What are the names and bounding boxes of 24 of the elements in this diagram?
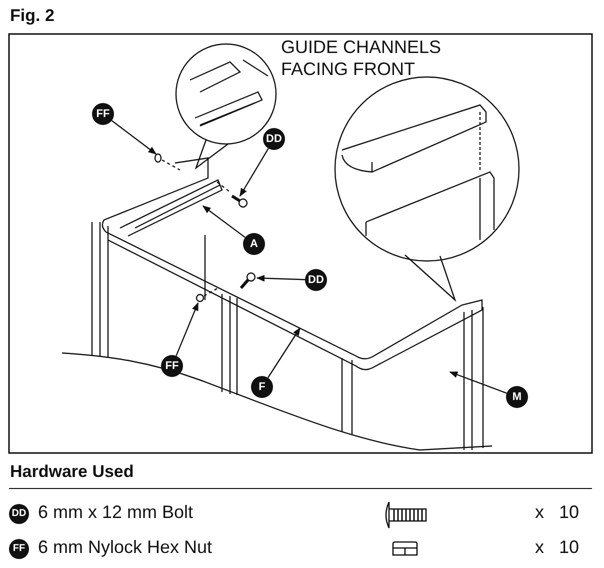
- bolt-drawing: [240, 272, 256, 289]
- callout-number: M: [506, 386, 528, 408]
- leader-line: [239, 148, 269, 197]
- leader-line: [449, 371, 507, 394]
- leader-line: [176, 302, 199, 356]
- hardware-name: 6 mm Nylock Hex Nut: [38, 537, 212, 558]
- quantity-text: x 10: [535, 537, 580, 558]
- callout-number: FF: [161, 355, 183, 377]
- leader-line: [256, 274, 306, 282]
- callout-number: FF: [9, 539, 29, 559]
- callout-number: FF: [92, 103, 114, 125]
- callout-number: DD: [305, 269, 327, 291]
- hardware-name: 6 mm x 12 mm Bolt: [38, 502, 194, 523]
- callout-number: A: [243, 233, 265, 255]
- leader-line: [202, 206, 246, 238]
- figure-title: Fig. 2: [10, 6, 54, 26]
- leader-line: [267, 327, 300, 378]
- section-heading: Hardware Used: [10, 462, 134, 482]
- callout-number: DD: [263, 128, 285, 150]
- callout-number: DD: [9, 504, 29, 524]
- leader-line: [111, 120, 157, 154]
- callout-number: F: [251, 376, 273, 398]
- quantity-text: x 10: [535, 502, 580, 523]
- note-text: GUIDE CHANNELS FACING FRONT: [281, 36, 442, 80]
